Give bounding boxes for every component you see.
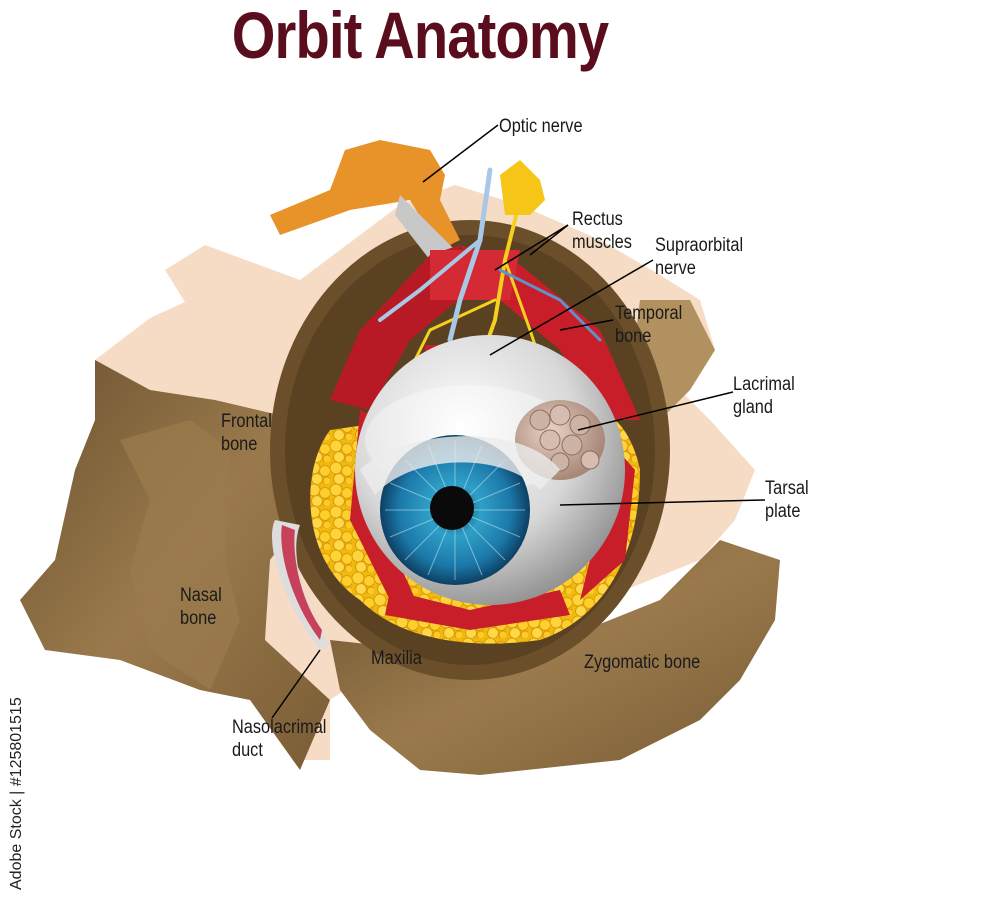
pupil [430,486,474,530]
label-temporal-bone: Temporal bone [615,303,683,347]
label-supraorbital-nerve: Supraorbital nerve [655,235,744,279]
label-frontal-bone: Frontal bone [221,411,272,455]
leader-lines [271,124,766,719]
supraorbital-nerve-lines [378,167,602,392]
label-maxilla: Maxilia [371,648,422,669]
optic-nerve-shape [270,140,460,250]
label-tarsal-plate: Tarsal plate [765,478,809,522]
nasal-bone-shape [120,420,240,690]
tarsal-plate-shape [360,436,560,495]
label-nasal-bone: Nasal bone [180,585,222,629]
label-nasolacrimal-duct: Nasolacrimal duct [232,717,327,761]
label-optic-nerve: Optic nerve [499,116,583,137]
page-title: Orbit Anatomy [231,0,609,72]
label-rectus-muscles: Rectus muscles [572,209,632,253]
label-lacrimal-gland: Lacrimal gland [733,374,795,418]
supraorbital-nerve-top [500,160,545,215]
stock-watermark-id: Adobe Stock | #125801515 [8,697,25,890]
label-zygomatic-bone: Zygomatic bone [584,652,701,673]
